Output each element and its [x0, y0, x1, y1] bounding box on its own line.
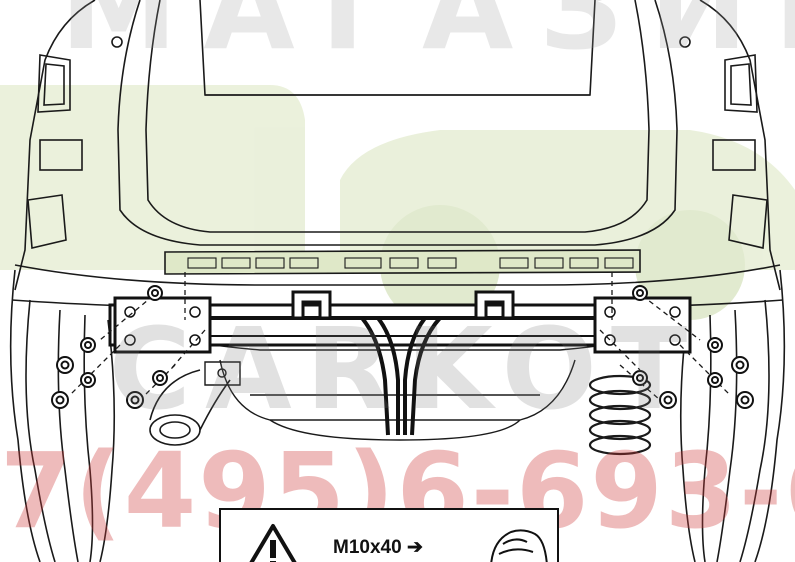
left-wheel — [9, 269, 116, 562]
watermark-middle: CARKOT — [108, 305, 702, 435]
hand-icon — [490, 529, 548, 562]
bolt-right-4 — [736, 391, 754, 409]
bolt-right-5 — [707, 372, 723, 388]
watermark-top: МАГАЗИН — [60, 0, 795, 76]
exhaust-pipe — [149, 369, 231, 446]
lower-bracket — [204, 361, 241, 386]
bolt-size-label: M10x40 ➔ — [333, 537, 423, 558]
warning-triangle-icon — [249, 524, 297, 562]
bolt-callout-box: M10x40 ➔ — [219, 508, 559, 562]
bolt-left-3 — [80, 337, 96, 353]
bolt-right-1 — [632, 285, 648, 301]
bolt-right-2 — [731, 356, 749, 374]
bolts — [51, 285, 754, 409]
tow-ball-neck — [360, 316, 442, 436]
bolt-left-6 — [126, 391, 144, 409]
bolt-left-2 — [56, 356, 74, 374]
bolt-left-5 — [80, 372, 96, 388]
mounting-tabs — [291, 290, 515, 320]
bolt-right-7 — [632, 370, 648, 386]
bolt-left-7 — [152, 370, 168, 386]
bolt-right-6 — [659, 391, 677, 409]
coil-spring — [588, 374, 652, 456]
bolt-left-1 — [147, 285, 163, 301]
background-car-silhouette — [0, 85, 795, 325]
rear-panel-strip — [164, 249, 641, 275]
bolt-left-4 — [51, 391, 69, 409]
bolt-right-3 — [707, 337, 723, 353]
tow-bar-crossbeam — [108, 296, 692, 354]
